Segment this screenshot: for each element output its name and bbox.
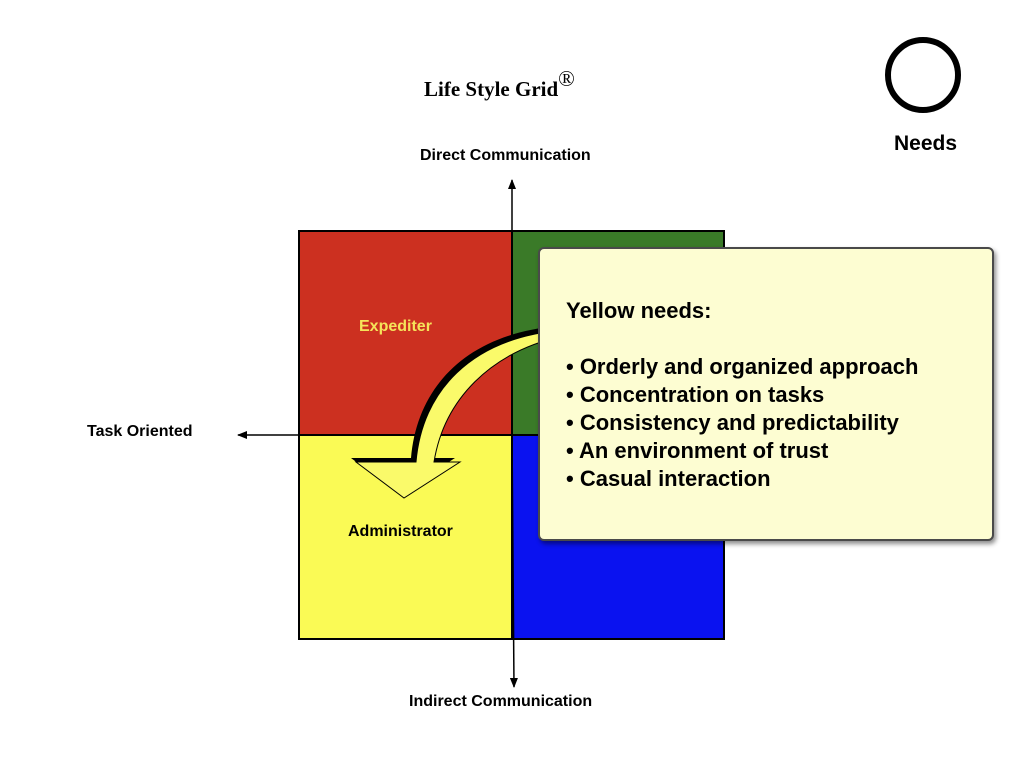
axis-label-top: Direct Communication bbox=[420, 147, 591, 164]
callout-item: • Orderly and organized approach bbox=[566, 354, 919, 379]
quadrant-label-expediter: Expediter bbox=[359, 318, 432, 335]
yellow-needs-callout: Yellow needs: • Orderly and organized ap… bbox=[538, 247, 994, 541]
quadrant-label-administrator: Administrator bbox=[348, 523, 453, 540]
callout-item: • Concentration on tasks bbox=[566, 382, 825, 407]
diagram-title: Life Style Grid® bbox=[424, 68, 575, 102]
callout-heading: Yellow needs: bbox=[566, 298, 712, 323]
callout-item: • Consistency and predictability bbox=[566, 410, 899, 435]
callout-item: • Casual interaction bbox=[566, 466, 771, 491]
callout-item: • An environment of trust bbox=[566, 438, 829, 463]
axis-label-left: Task Oriented bbox=[87, 423, 193, 440]
needs-label: Needs bbox=[894, 132, 958, 155]
registered-mark: ® bbox=[558, 66, 575, 91]
circle-icon bbox=[885, 37, 961, 113]
axis-label-bottom: Indirect Communication bbox=[409, 693, 593, 710]
title-text: Life Style Grid bbox=[424, 77, 559, 101]
callout-list: • Orderly and organized approach • Conce… bbox=[566, 353, 918, 493]
